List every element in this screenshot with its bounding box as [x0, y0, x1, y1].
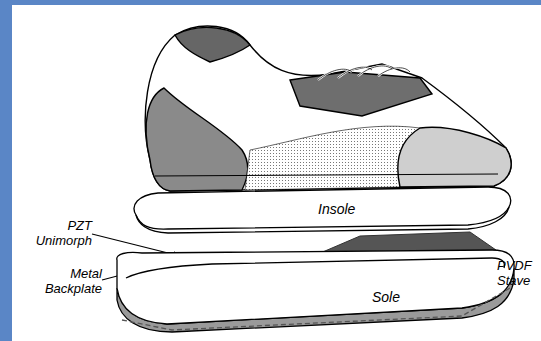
lace-outline: [318, 66, 410, 80]
part-name: Insole: [318, 202, 355, 217]
toe-cap: [398, 127, 511, 187]
sole-part: Sole: [112, 248, 517, 336]
insole-shape: [134, 187, 511, 229]
part-name: Sole: [372, 290, 400, 305]
part-label: Metal Backplate: [14, 266, 102, 296]
part-outline: [112, 248, 517, 336]
laces: [318, 66, 410, 80]
part-label: PVDF Stave: [497, 258, 539, 288]
midsole-stripe: [155, 174, 498, 176]
insole-part: Insole: [128, 185, 513, 233]
shoe-body: [145, 26, 511, 191]
sole-shape: [117, 250, 514, 324]
side-panel: [245, 126, 420, 190]
part-label: PZT Unimorph: [14, 218, 92, 248]
collar: [175, 27, 250, 62]
sole-tread-marks: [122, 288, 510, 330]
shoe-upper: [145, 26, 511, 191]
sole-rim: [126, 258, 505, 278]
eyestay: [290, 72, 432, 116]
